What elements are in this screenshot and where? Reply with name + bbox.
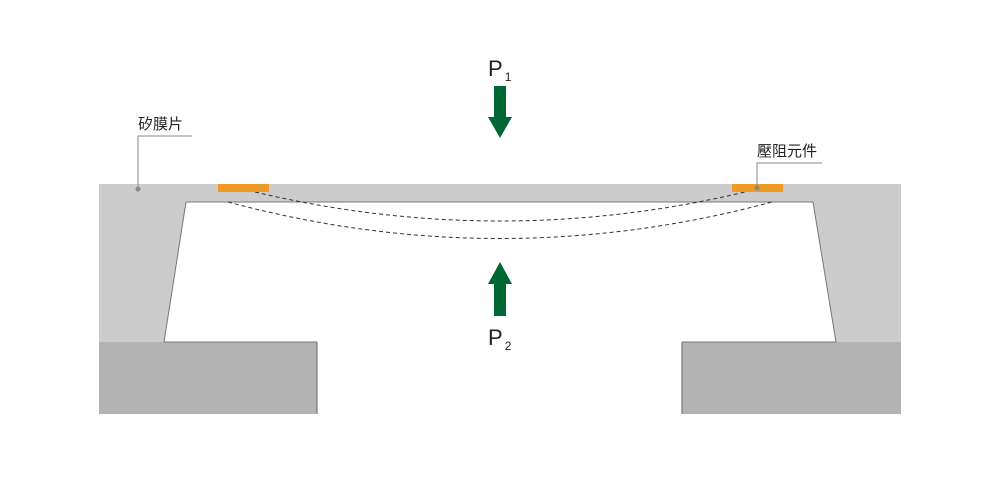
deflection-curve-lower bbox=[227, 201, 773, 239]
piezoresistor-left bbox=[218, 184, 269, 192]
cavity-outline bbox=[163, 201, 837, 343]
arrow-down-icon bbox=[488, 86, 512, 138]
leader-line-silicon bbox=[137, 135, 192, 189]
arrow-up-icon bbox=[488, 262, 512, 316]
leader-dot-piezoresistor bbox=[754, 185, 760, 191]
leader-dot-silicon bbox=[135, 186, 141, 192]
leader-line-piezoresistor bbox=[756, 162, 822, 188]
label-silicon-diaphragm: 矽膜片 bbox=[138, 115, 183, 133]
label-piezoresistor: 壓阻元件 bbox=[757, 142, 817, 160]
base-left bbox=[99, 342, 317, 414]
deflection-curve-upper bbox=[254, 191, 746, 222]
base-right bbox=[682, 342, 901, 414]
